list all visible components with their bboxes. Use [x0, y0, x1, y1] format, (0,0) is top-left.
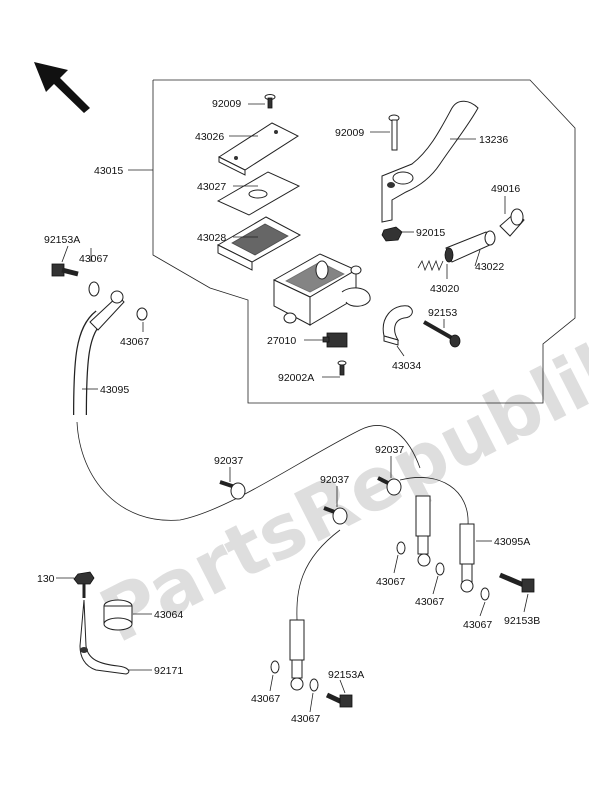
label-43067-g: 43067: [291, 713, 320, 725]
part-screw-92009: [264, 94, 276, 109]
label-43067-f: 43067: [251, 693, 280, 705]
label-92009-pin: 92009: [335, 127, 364, 139]
part-bolt-92037-a: [219, 480, 246, 500]
label-92037-a: 92037: [214, 455, 243, 467]
label-43095: 43095: [100, 384, 129, 396]
part-cap-43026: [217, 122, 300, 176]
label-92153B: 92153B: [504, 615, 540, 627]
label-43022: 43022: [475, 261, 504, 273]
label-92037-c: 92037: [375, 444, 404, 456]
part-bolt-92153A-top: [51, 263, 79, 277]
part-hose-43095: [73, 290, 421, 521]
label-49016: 49016: [491, 183, 520, 195]
arrow-up-left-icon: [34, 62, 90, 113]
part-boot-49016: [499, 208, 525, 237]
part-pin-92009: [388, 114, 400, 151]
part-washer-43067-g: [309, 678, 319, 692]
part-diaphragm-43028: [216, 216, 302, 271]
part-nut-92015: [381, 226, 403, 242]
label-43067-e: 43067: [463, 619, 492, 631]
label-92002A: 92002A: [278, 372, 314, 384]
assembly-frame: [152, 79, 576, 404]
part-bolt-92037-b: [323, 506, 348, 525]
label-92153A-top: 92153A: [44, 234, 80, 246]
label-92171: 92171: [154, 665, 183, 677]
part-spring-43020: [417, 259, 444, 272]
part-washer-43067-e: [480, 587, 490, 601]
part-master-cylinder-body: [272, 253, 371, 326]
label-43095A: 43095A: [494, 536, 530, 548]
label-43067-b: 43067: [120, 336, 149, 348]
label-130: 130: [37, 573, 55, 585]
label-43026: 43026: [195, 131, 224, 143]
part-bolt-92153A-bottom: [325, 692, 353, 708]
label-43027: 43027: [197, 181, 226, 193]
part-washer-43067-d: [435, 562, 445, 576]
label-43067-d: 43067: [415, 596, 444, 608]
label-92037-b: 92037: [320, 474, 349, 486]
label-13236: 13236: [479, 134, 508, 146]
label-92015: 92015: [416, 227, 445, 239]
part-plate-43027: [216, 171, 301, 216]
part-labels: 92009 43026 43015 43027 43028 92009 1323…: [37, 98, 540, 725]
label-43034: 43034: [392, 360, 421, 372]
part-clamp-43034: [382, 305, 413, 346]
part-washer-43067-c: [396, 541, 406, 555]
label-43028: 43028: [197, 232, 226, 244]
part-bolt-92037-c: [377, 476, 402, 496]
label-92153: 92153: [428, 307, 457, 319]
part-grommet-43064: [103, 599, 133, 631]
part-washer-43067-f: [270, 660, 280, 674]
leader-lines: [56, 103, 529, 713]
part-bolt-130: [73, 571, 95, 598]
label-92153A-bottom: 92153A: [328, 669, 364, 681]
label-27010: 27010: [267, 335, 296, 347]
part-bolt-92153: [423, 320, 461, 348]
label-43067-a: 43067: [79, 253, 108, 265]
part-switch-27010: [322, 332, 348, 376]
part-piston-43022: [444, 230, 496, 263]
label-92009-top: 92009: [212, 98, 241, 110]
part-washer-43067-b: [136, 307, 148, 321]
part-lever-13236: [381, 100, 479, 223]
label-43064: 43064: [154, 609, 183, 621]
label-43020: 43020: [430, 283, 459, 295]
label-43067-c: 43067: [376, 576, 405, 588]
part-washer-43067-a: [88, 281, 100, 297]
label-43015: 43015: [94, 165, 123, 177]
part-hose-43095A: [289, 477, 475, 691]
part-bolt-92153B: [499, 572, 535, 593]
